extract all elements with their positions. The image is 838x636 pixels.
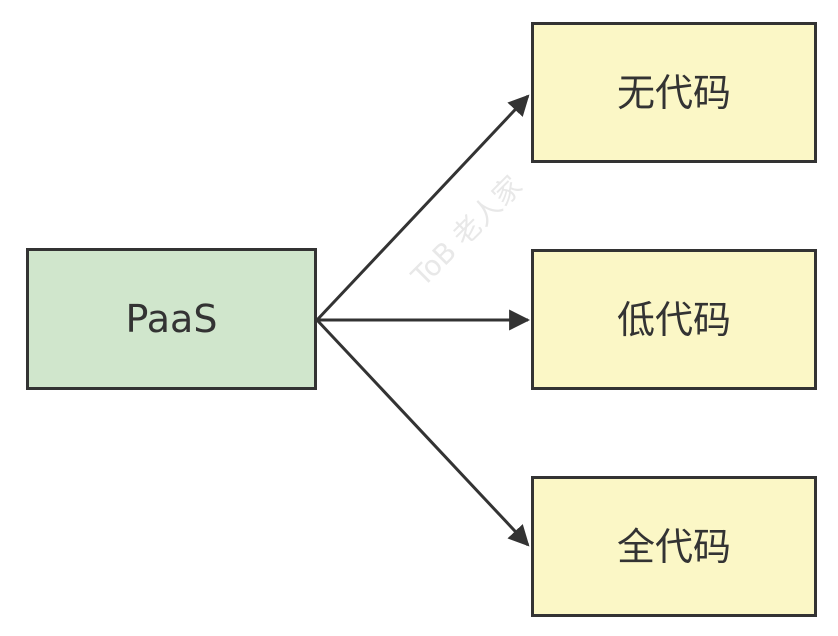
node-no-code-label: 无代码 bbox=[616, 70, 731, 115]
node-no-code[interactable]: 无代码 bbox=[531, 22, 817, 163]
node-low-code[interactable]: 低代码 bbox=[531, 249, 817, 390]
edge-paas-to-no-code bbox=[315, 94, 530, 322]
node-paas[interactable]: PaaS bbox=[26, 248, 317, 390]
edge-paas-to-full-code bbox=[315, 318, 530, 547]
node-paas-label: PaaS bbox=[125, 297, 218, 341]
node-full-code-label: 全代码 bbox=[616, 524, 731, 569]
node-low-code-label: 低代码 bbox=[616, 297, 731, 342]
node-full-code[interactable]: 全代码 bbox=[531, 476, 817, 617]
